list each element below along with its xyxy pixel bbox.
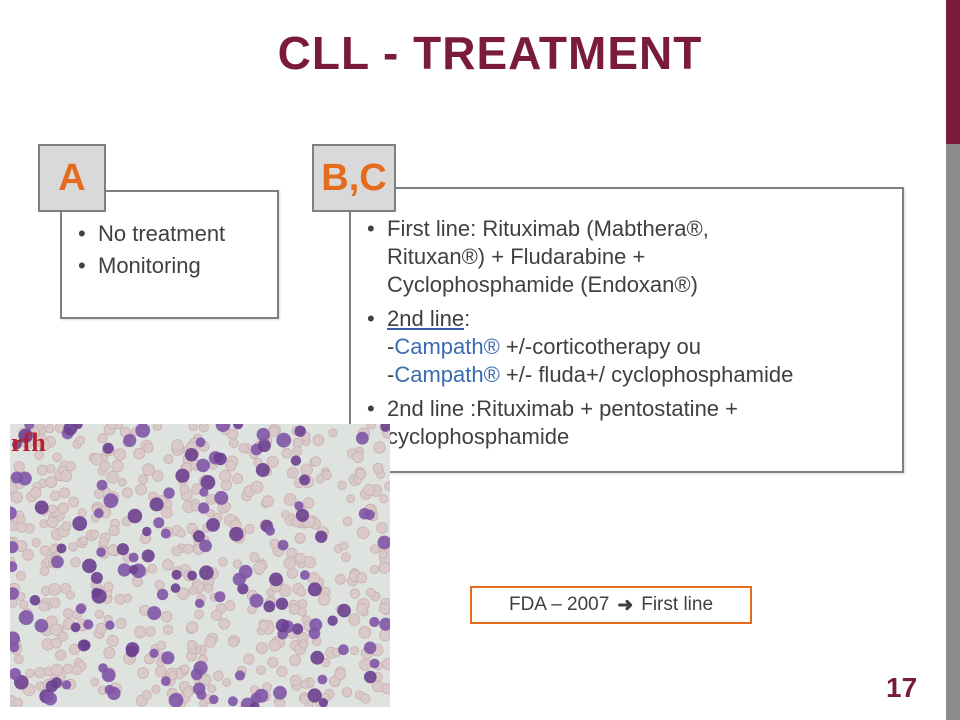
- section-a-box: No treatment Monitoring: [60, 190, 279, 319]
- fda-note-left: FDA – 2007: [508, 594, 610, 615]
- page-number: 17: [886, 672, 918, 703]
- line: -Campath® +/-corticotherapy ou: [387, 333, 893, 361]
- list-item: Monitoring: [74, 252, 225, 280]
- slide-title: CLL - TREATMENT: [277, 27, 703, 79]
- section-a-tag: A: [38, 144, 106, 212]
- heading-colon: :: [464, 306, 471, 331]
- arrow-right-icon: ➜: [617, 594, 634, 616]
- section-bc-box: First line: Rituximab (Mabthera®, Rituxa…: [349, 187, 904, 473]
- second-line-heading: 2nd line: [387, 306, 465, 331]
- dash: -: [387, 362, 395, 387]
- campath-text: Campath®: [394, 334, 500, 359]
- line: -Campath® +/- fluda+/ cyclophosphamide: [387, 361, 893, 389]
- image-watermark: rfh: [11, 428, 46, 457]
- list-item: No treatment: [74, 220, 225, 248]
- line: First line: Rituximab (Mabthera®,: [387, 216, 709, 241]
- sidebar-accent-bottom: [946, 144, 960, 720]
- line: Cyclophosphamide (Endoxan®): [387, 272, 698, 297]
- line: cyclophosphamide: [387, 424, 570, 449]
- dash: -: [387, 334, 395, 359]
- list-item: 2nd line: -Campath® +/-corticotherapy ou…: [363, 305, 893, 389]
- campath-text: Campath®: [394, 362, 500, 387]
- list-item: First line: Rituximab (Mabthera®, Rituxa…: [363, 215, 893, 299]
- line: 2nd line :Rituximab + pentostatine +: [387, 396, 739, 421]
- line-rest: +/-corticotherapy ou: [499, 334, 701, 359]
- list-item: 2nd line :Rituximab + pentostatine + cyc…: [363, 395, 893, 451]
- line: Rituxan®) + Fludarabine +: [387, 244, 646, 269]
- section-bc-tag: B,C: [312, 144, 396, 212]
- line-rest: +/- fluda+/ cyclophosphamide: [499, 362, 794, 387]
- fda-note-right: First line: [641, 594, 714, 615]
- section-bc-list: First line: Rituximab (Mabthera®, Rituxa…: [363, 215, 893, 457]
- line: 2nd line:: [387, 305, 893, 333]
- section-a-list: No treatment Monitoring: [74, 220, 225, 284]
- blood-smear-graphic: [10, 424, 390, 707]
- sidebar-accent-top: [946, 0, 960, 144]
- fda-note: FDA – 2007 ➜ First line: [470, 586, 752, 624]
- blood-smear-image: rfh: [10, 424, 390, 707]
